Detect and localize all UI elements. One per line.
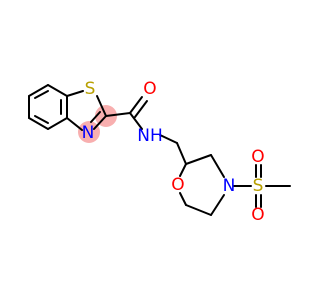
bond-carbonyl-nh bbox=[129, 112, 143, 130]
bond-benz-inner-3 bbox=[34, 115, 49, 124]
bond-nh-ch2 bbox=[159, 134, 178, 144]
bond-c7a-s1 bbox=[66, 90, 84, 97]
bond-s1-c2 bbox=[96, 95, 107, 117]
atom-sulfur-thiazole: S bbox=[85, 79, 96, 99]
atom-oxygen-carbonyl: O bbox=[143, 79, 156, 99]
atom-nitrogen-thiazole: N bbox=[82, 123, 95, 143]
bond-c5-n4 bbox=[210, 194, 225, 216]
bond-c2-carbonyl bbox=[105, 112, 131, 117]
bond-co-2 bbox=[134, 100, 148, 118]
bond-benz-5 bbox=[28, 117, 49, 130]
bond-c3-c2m bbox=[185, 154, 212, 165]
bond-benz-inner-1 bbox=[34, 90, 49, 99]
atom-oxygen-morpholine: O bbox=[171, 175, 184, 195]
bond-c6-c5 bbox=[185, 204, 212, 216]
bond-ch2-c2m bbox=[176, 142, 187, 165]
molecule-structure: S N O NH O N S O O bbox=[28, 79, 291, 225]
bond-c2-n3 bbox=[93, 115, 107, 130]
bond-benz-2 bbox=[47, 84, 68, 97]
highlight-n3 bbox=[78, 121, 100, 143]
atom-oxygen-sulfonyl-top: O bbox=[251, 147, 264, 167]
bond-n3-c3a bbox=[66, 117, 83, 131]
bond-benz-1 bbox=[28, 84, 49, 97]
bond-c2m-o bbox=[179, 163, 187, 177]
bond-benz-4 bbox=[47, 117, 68, 130]
atom-nitrogen-amide: NH bbox=[137, 126, 163, 146]
atom-oxygen-sulfonyl-bottom: O bbox=[251, 205, 264, 225]
atom-nitrogen-morpholine: N bbox=[223, 176, 236, 196]
bond-n4-c3 bbox=[210, 154, 225, 178]
bond-co-1 bbox=[129, 96, 143, 114]
bond-o-c6 bbox=[179, 192, 187, 206]
atom-sulfur-sulfonyl: S bbox=[253, 176, 264, 196]
bond-c2-n3-double bbox=[90, 111, 101, 123]
